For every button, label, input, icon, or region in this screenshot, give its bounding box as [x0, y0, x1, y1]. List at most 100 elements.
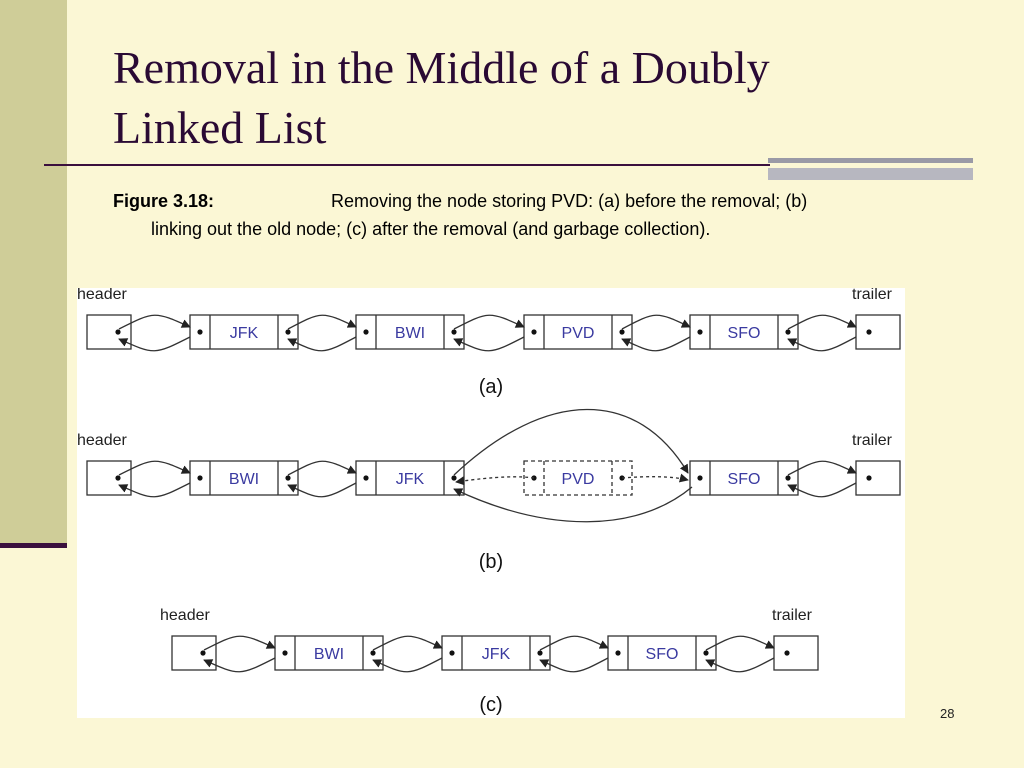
row-a-caption: (a)	[479, 376, 503, 398]
figure-caption: Figure 3.18: Removing the node storing PV…	[113, 187, 943, 243]
caption-text-2: linking out the old node; (c) after the …	[151, 219, 711, 239]
row-c-node-0-label: BWI	[314, 646, 344, 663]
row-c-1-prev-link	[372, 657, 443, 673]
row-a-4-next-link	[787, 314, 857, 330]
row-b-header-label: header	[77, 432, 127, 449]
row-a-node-3-next-pointer	[785, 329, 791, 335]
row-a-4-prev-link	[787, 336, 857, 352]
row-b-node-1	[355, 460, 465, 496]
row-c-node-1-next-pointer	[537, 650, 543, 656]
row-a-trailer-node	[855, 314, 901, 350]
row-b-bypass-prev-link	[453, 486, 693, 523]
row-a-0-prev-link	[118, 336, 191, 352]
row-a-node-3	[689, 314, 799, 350]
row-c-node-0-next-pointer	[370, 650, 376, 656]
row-a-node-1-prev-pointer	[363, 329, 369, 335]
row-b-node-2	[523, 460, 633, 496]
row-b-0-next-link	[118, 460, 191, 476]
row-c-node-0-prev-pointer	[282, 650, 288, 656]
row-c-0-prev-link	[203, 657, 276, 673]
row-a-node-3-label: SFO	[728, 325, 761, 342]
row-b-removed-prev-link	[455, 476, 535, 486]
row-b-node-0-label: BWI	[229, 471, 259, 488]
row-b-1-prev-link	[287, 482, 357, 498]
row-b-trailer-node	[855, 460, 901, 496]
row-b-node-1-label: JFK	[396, 471, 425, 488]
sidebar-accent	[0, 0, 67, 548]
row-a-node-3-prev-pointer	[697, 329, 703, 335]
row-a-node-0-next-pointer	[285, 329, 291, 335]
row-a-trailer-node-pointer	[866, 329, 872, 335]
row-c-trailer-label: trailer	[772, 607, 813, 624]
row-a-node-2-next-pointer	[619, 329, 625, 335]
row-c-3-prev-link	[705, 657, 775, 673]
row-b-node-3-label: SFO	[728, 471, 761, 488]
row-b-caption: (b)	[479, 551, 503, 573]
row-c-header-node	[171, 635, 217, 671]
row-a-1-prev-link	[287, 336, 357, 352]
row-a-node-2	[523, 314, 633, 350]
caption-text-1: Removing the node storing PVD: (a) befor…	[331, 191, 808, 211]
row-b-bypass-next-link	[453, 408, 689, 476]
row-a-header-node-pointer	[115, 329, 121, 335]
row-c-0-next-link	[203, 635, 276, 651]
row-b-0-prev-link	[118, 482, 191, 498]
row-a-1-next-link	[287, 314, 357, 330]
row-a-3-next-link	[621, 314, 691, 330]
row-c-trailer-node	[773, 635, 819, 671]
row-b-node-3-prev-pointer	[697, 475, 703, 481]
row-a-header-label: header	[77, 288, 127, 303]
row-c-node-0	[274, 635, 384, 671]
row-b-node-2-label: PVD	[562, 471, 595, 488]
page-number: 28	[940, 706, 955, 721]
row-a-node-2-prev-pointer	[531, 329, 537, 335]
row-c-header-label: header	[160, 607, 210, 624]
sidebar-edge	[0, 543, 67, 548]
row-b-trailer-node-pointer	[866, 475, 872, 481]
row-a-2-next-link	[453, 314, 525, 330]
row-b-node-3	[689, 460, 799, 496]
row-c-trailer-node-pointer	[784, 650, 790, 656]
row-a-node-2-label: PVD	[562, 325, 595, 342]
row-a-0-next-link	[118, 314, 191, 330]
row-a-node-1-next-pointer	[451, 329, 457, 335]
row-c-node-2-next-pointer	[703, 650, 709, 656]
row-c-node-2-prev-pointer	[615, 650, 621, 656]
row-b-node-1-prev-pointer	[363, 475, 369, 481]
row-a-node-0-label: JFK	[230, 325, 259, 342]
row-c-node-2-label: SFO	[646, 646, 679, 663]
row-c-2-next-link	[539, 635, 609, 651]
row-c-header-node-pointer	[200, 650, 206, 656]
row-a-header-node	[86, 314, 132, 350]
row-c-2-prev-link	[539, 657, 609, 673]
title-line-2: Linked List	[113, 102, 327, 153]
row-a-node-0-prev-pointer	[197, 329, 203, 335]
row-b-node-0	[189, 460, 299, 496]
row-c-node-1-label: JFK	[482, 646, 511, 663]
row-b-node-0-next-pointer	[285, 475, 291, 481]
row-b-removed-next-link	[621, 473, 689, 483]
row-a-node-1	[355, 314, 465, 350]
row-b-1-next-link	[287, 460, 357, 476]
caption-label: Figure 3.18:	[113, 191, 215, 211]
slide-title: Removal in the Middle of a Doubly Linked…	[113, 38, 953, 158]
row-a-3-prev-link	[621, 336, 691, 352]
row-a-trailer-label: trailer	[852, 288, 893, 303]
row-b-trailer-label: trailer	[852, 432, 893, 449]
title-line-1: Removal in the Middle of a Doubly	[113, 42, 770, 93]
row-c-node-1	[441, 635, 551, 671]
row-b-node-3-next-pointer	[785, 475, 791, 481]
row-a-node-0	[189, 314, 299, 350]
row-a-node-1-label: BWI	[395, 325, 425, 342]
row-c-caption: (c)	[479, 694, 502, 716]
title-rule-accent	[768, 158, 973, 163]
row-c-1-next-link	[372, 635, 443, 651]
row-a-2-prev-link	[453, 336, 525, 352]
row-b-node-1-next-pointer	[451, 475, 457, 481]
row-b-header-node	[86, 460, 132, 496]
row-c-3-next-link	[705, 635, 775, 651]
title-rule-accent-2	[768, 168, 973, 180]
row-b-node-0-prev-pointer	[197, 475, 203, 481]
title-rule	[44, 164, 770, 166]
